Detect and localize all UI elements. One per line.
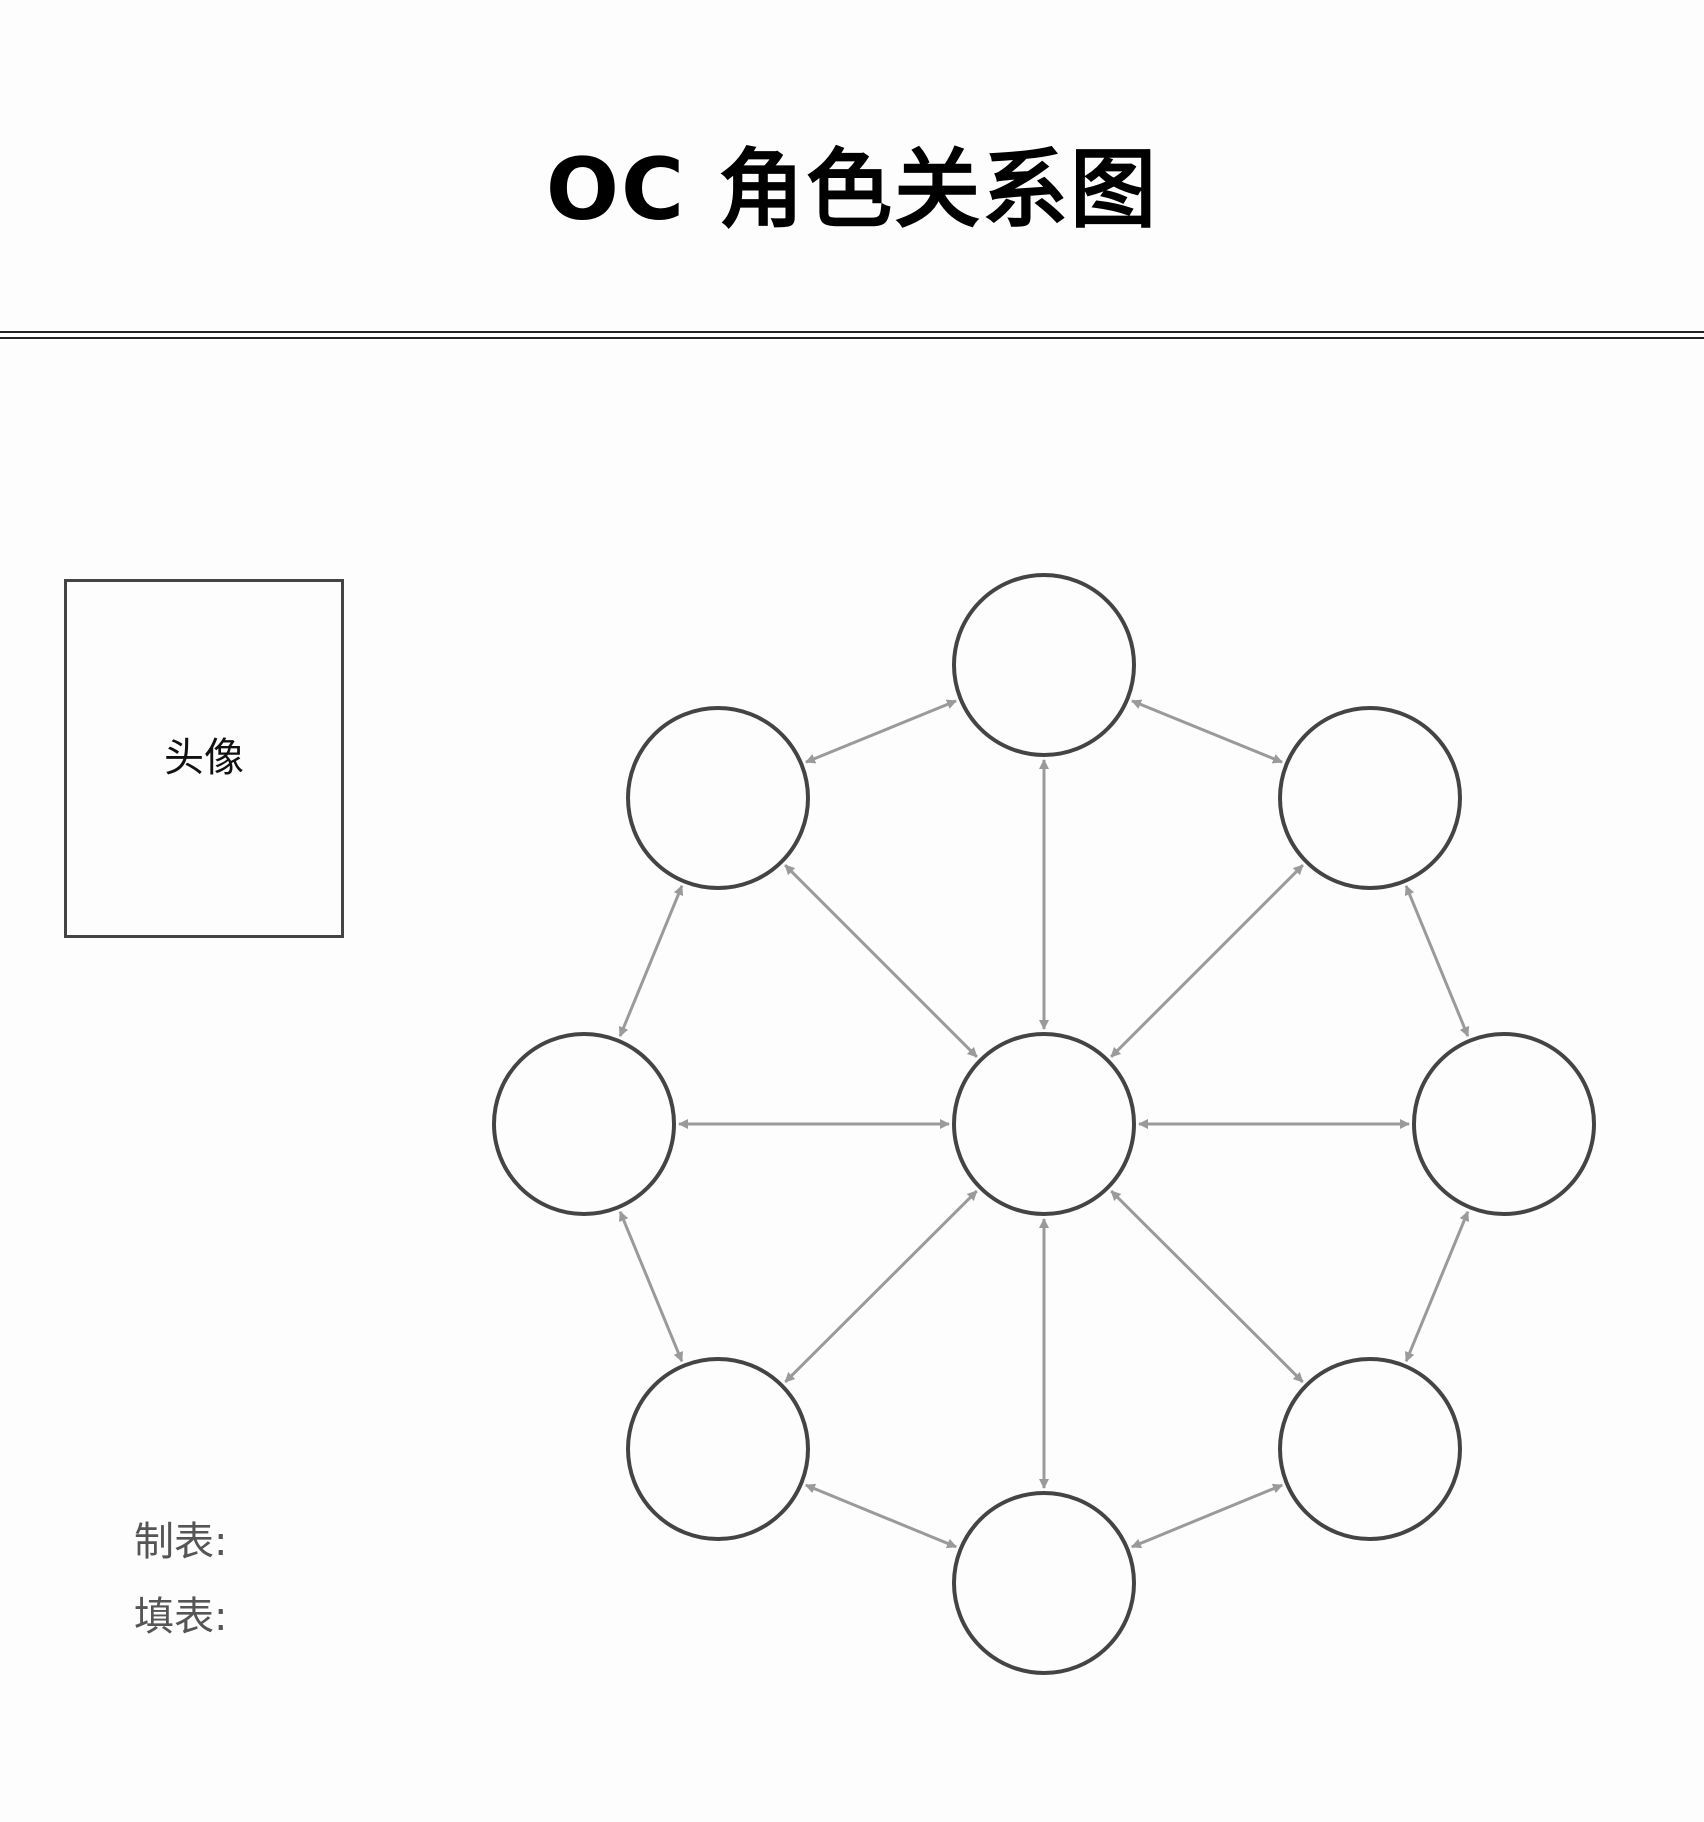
edge-center-bottom-left xyxy=(784,1190,978,1383)
node-bottom-right[interactable] xyxy=(1278,1357,1462,1541)
node-bottom-left[interactable] xyxy=(626,1357,810,1541)
edge-bottom-right-bottom xyxy=(1130,1483,1284,1549)
node-top-left[interactable] xyxy=(626,706,810,890)
node-left[interactable] xyxy=(492,1032,676,1216)
avatar-placeholder[interactable]: 头像 xyxy=(64,579,344,938)
edge-right-bottom-right xyxy=(1404,1210,1470,1363)
node-top[interactable] xyxy=(952,573,1136,757)
title-divider-top xyxy=(0,331,1704,333)
filler-label: 填表: xyxy=(134,1594,228,1640)
node-center[interactable] xyxy=(952,1032,1136,1216)
edge-bottom-bottom-left xyxy=(804,1483,958,1549)
edges-layer xyxy=(618,699,1470,1549)
edge-bottom-left-left xyxy=(618,1210,684,1363)
nodes-layer xyxy=(492,573,1596,1675)
node-bottom[interactable] xyxy=(952,1491,1136,1675)
maker-label: 制表: xyxy=(134,1519,228,1565)
edge-left-top-left xyxy=(618,884,684,1038)
node-top-right[interactable] xyxy=(1278,706,1462,890)
node-right[interactable] xyxy=(1412,1032,1596,1216)
edge-center-top-right xyxy=(1110,864,1304,1058)
edge-top-left-top xyxy=(805,699,957,764)
edge-center-top-left xyxy=(784,864,978,1058)
title-divider-bottom xyxy=(0,337,1704,339)
page-title: OC 角色关系图 xyxy=(545,140,1159,240)
edge-center-bottom-right xyxy=(1110,1190,1304,1383)
edge-top-right-right xyxy=(1404,884,1470,1038)
avatar-label: 头像 xyxy=(164,735,244,781)
edge-top-top-right xyxy=(1131,699,1283,764)
